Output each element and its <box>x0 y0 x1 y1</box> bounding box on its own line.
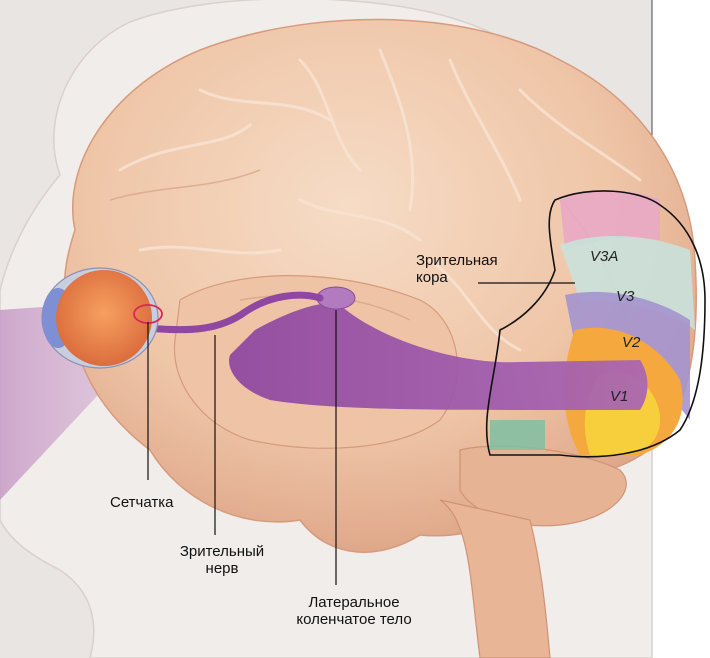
eye-globe <box>56 270 152 366</box>
label-retina: Сетчатка <box>110 494 173 511</box>
area-label-v2: V2 <box>622 334 640 351</box>
label-optic-nerve: Зрительный нерв <box>180 543 264 577</box>
label-lgn-line2: коленчатое тело <box>296 611 411 628</box>
area-label-v1: V1 <box>610 388 628 405</box>
label-optic-nerve-line2: нерв <box>180 560 264 577</box>
area-label-v3: V3 <box>616 288 634 305</box>
label-visual-cortex: Зрительная кора <box>416 252 498 286</box>
label-optic-nerve-line1: Зрительный <box>180 543 264 560</box>
area-label-v3a: V3A <box>590 248 618 265</box>
label-lgn-line1: Латеральное <box>296 594 411 611</box>
label-lgn: Латеральное коленчатое тело <box>296 594 411 628</box>
label-visual-cortex-line1: Зрительная <box>416 252 498 269</box>
cortex-region-green <box>490 420 545 450</box>
label-visual-cortex-line2: кора <box>416 269 498 286</box>
